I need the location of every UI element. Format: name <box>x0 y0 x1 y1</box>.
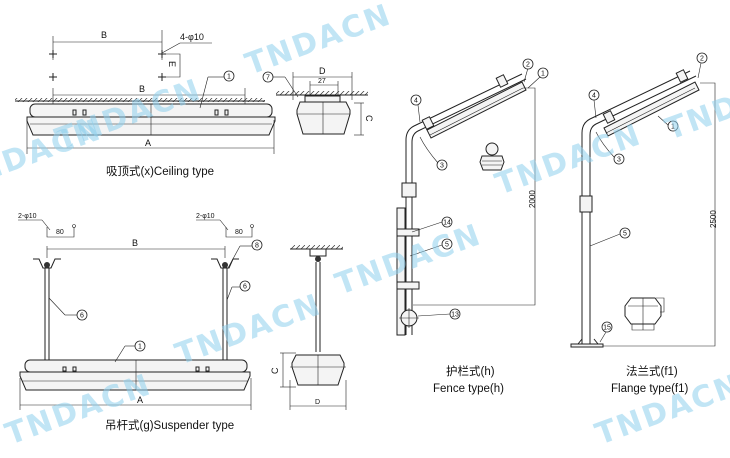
dim-80-right: 80 <box>235 229 243 236</box>
dim-a: A <box>145 138 151 148</box>
watermark-logo: TNDACN <box>591 367 730 452</box>
suspender-caption: 吊杆式(g)Suspender type <box>105 418 234 432</box>
flange-plate-detail <box>624 297 665 331</box>
callout-1: 1 <box>138 344 142 351</box>
callout-5: 5 <box>445 242 449 249</box>
dim-a: A <box>137 395 143 405</box>
flange-caption-cn: 法兰式(f1) <box>626 364 678 378</box>
callout-4: 4 <box>592 93 596 100</box>
callout-8: 8 <box>255 243 259 250</box>
holes-label: 4-φ10 <box>180 32 204 42</box>
fence-height: 2000 <box>528 190 537 208</box>
watermark-logo: TNDACN <box>661 62 730 147</box>
holes-left: 2-φ10 <box>18 213 37 220</box>
suspender-type-drawing: 2-φ10 80 2-φ10 80 B 8 6 6 1 A C D <box>18 213 347 432</box>
callout-1: 1 <box>227 74 231 81</box>
callout-2: 2 <box>700 56 704 63</box>
callout-5: 5 <box>623 231 627 238</box>
dim-b-mid: B <box>139 84 145 94</box>
dim-e: E <box>167 61 177 67</box>
fence-caption-cn: 护栏式(h) <box>446 364 495 378</box>
callout-3: 3 <box>440 163 444 170</box>
callout-4: 4 <box>414 98 418 105</box>
flange-type-drawing: 2500 2 4 1 3 5 15 法兰式(f1) Flange type(f1… <box>570 52 718 395</box>
callout-15: 15 <box>603 325 611 332</box>
side-dim-d: D <box>319 66 326 76</box>
holes-right: 2-φ10 <box>196 213 215 220</box>
callout-3: 3 <box>617 157 621 164</box>
side-dim-27: 27 <box>318 78 326 85</box>
side-dim-d: D <box>315 399 320 406</box>
ceiling-type-drawing: B 4-φ10 E B A 1 D 27 C 7 吸顶式(x)Ceiling t… <box>15 30 374 178</box>
lamp-front-icon <box>479 142 505 171</box>
side-dim-c: C <box>270 367 280 374</box>
callout-6-right: 6 <box>243 284 247 291</box>
callout-1: 1 <box>541 71 545 78</box>
dim-80-left: 80 <box>56 229 64 236</box>
callout-1: 1 <box>671 124 675 131</box>
dim-b-top: B <box>101 30 107 40</box>
dim-b: B <box>132 238 138 248</box>
callout-2: 2 <box>526 62 530 69</box>
callout-6-left: 6 <box>80 313 84 320</box>
callout-13: 13 <box>451 312 459 319</box>
flange-caption-en: Flange type(f1) <box>611 383 689 395</box>
fence-type-drawing: 2000 2 1 4 3 14 5 13 护栏式(h) Fence type(h… <box>396 58 549 395</box>
side-dim-c: C <box>364 115 374 122</box>
fence-caption-en: Fence type(h) <box>433 383 504 395</box>
callout-7: 7 <box>266 75 270 82</box>
flange-height: 2500 <box>709 210 718 228</box>
ceiling-caption: 吸顶式(x)Ceiling type <box>106 165 214 178</box>
callout-14: 14 <box>443 220 451 227</box>
